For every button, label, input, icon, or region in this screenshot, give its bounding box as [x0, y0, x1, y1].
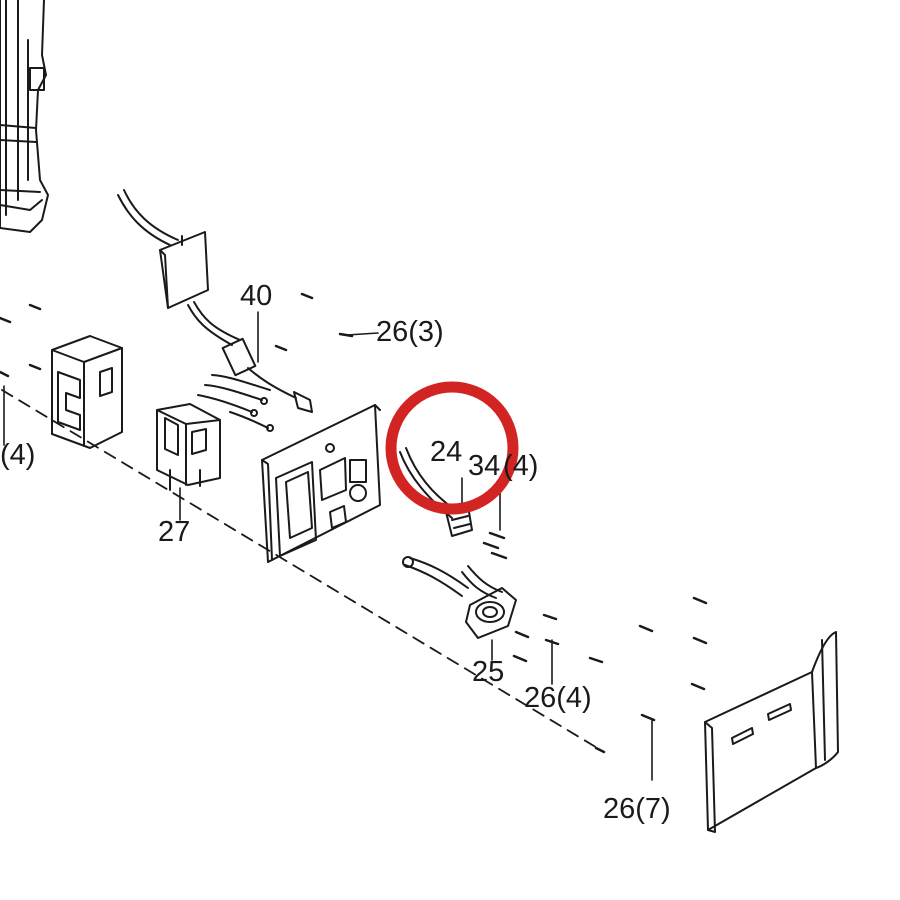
callout-4-left: (4)	[0, 439, 36, 471]
bracket-part	[51, 335, 123, 449]
callout-26-3: 26(3)	[376, 316, 444, 348]
breaker-27	[156, 403, 221, 491]
wire-bundle	[197, 374, 274, 432]
callout-24: 24	[430, 436, 463, 468]
cover-plate	[704, 631, 839, 833]
callout-26-4: 26(4)	[524, 682, 592, 714]
callout-27: 27	[158, 516, 191, 548]
screws	[0, 292, 708, 754]
column-housing	[0, 0, 49, 233]
callout-26-7: 26(7)	[603, 793, 671, 825]
callout-40: 40	[240, 280, 273, 312]
assembly-guide-line	[1, 389, 605, 753]
callout-4-right: (4)	[503, 450, 539, 482]
callout-34: 34	[468, 450, 501, 482]
cable-box-assembly	[117, 189, 313, 413]
callout-25: 25	[472, 656, 505, 688]
control-panel-plate	[261, 404, 381, 563]
highlight-circle	[385, 381, 519, 515]
socket-25	[402, 556, 517, 639]
